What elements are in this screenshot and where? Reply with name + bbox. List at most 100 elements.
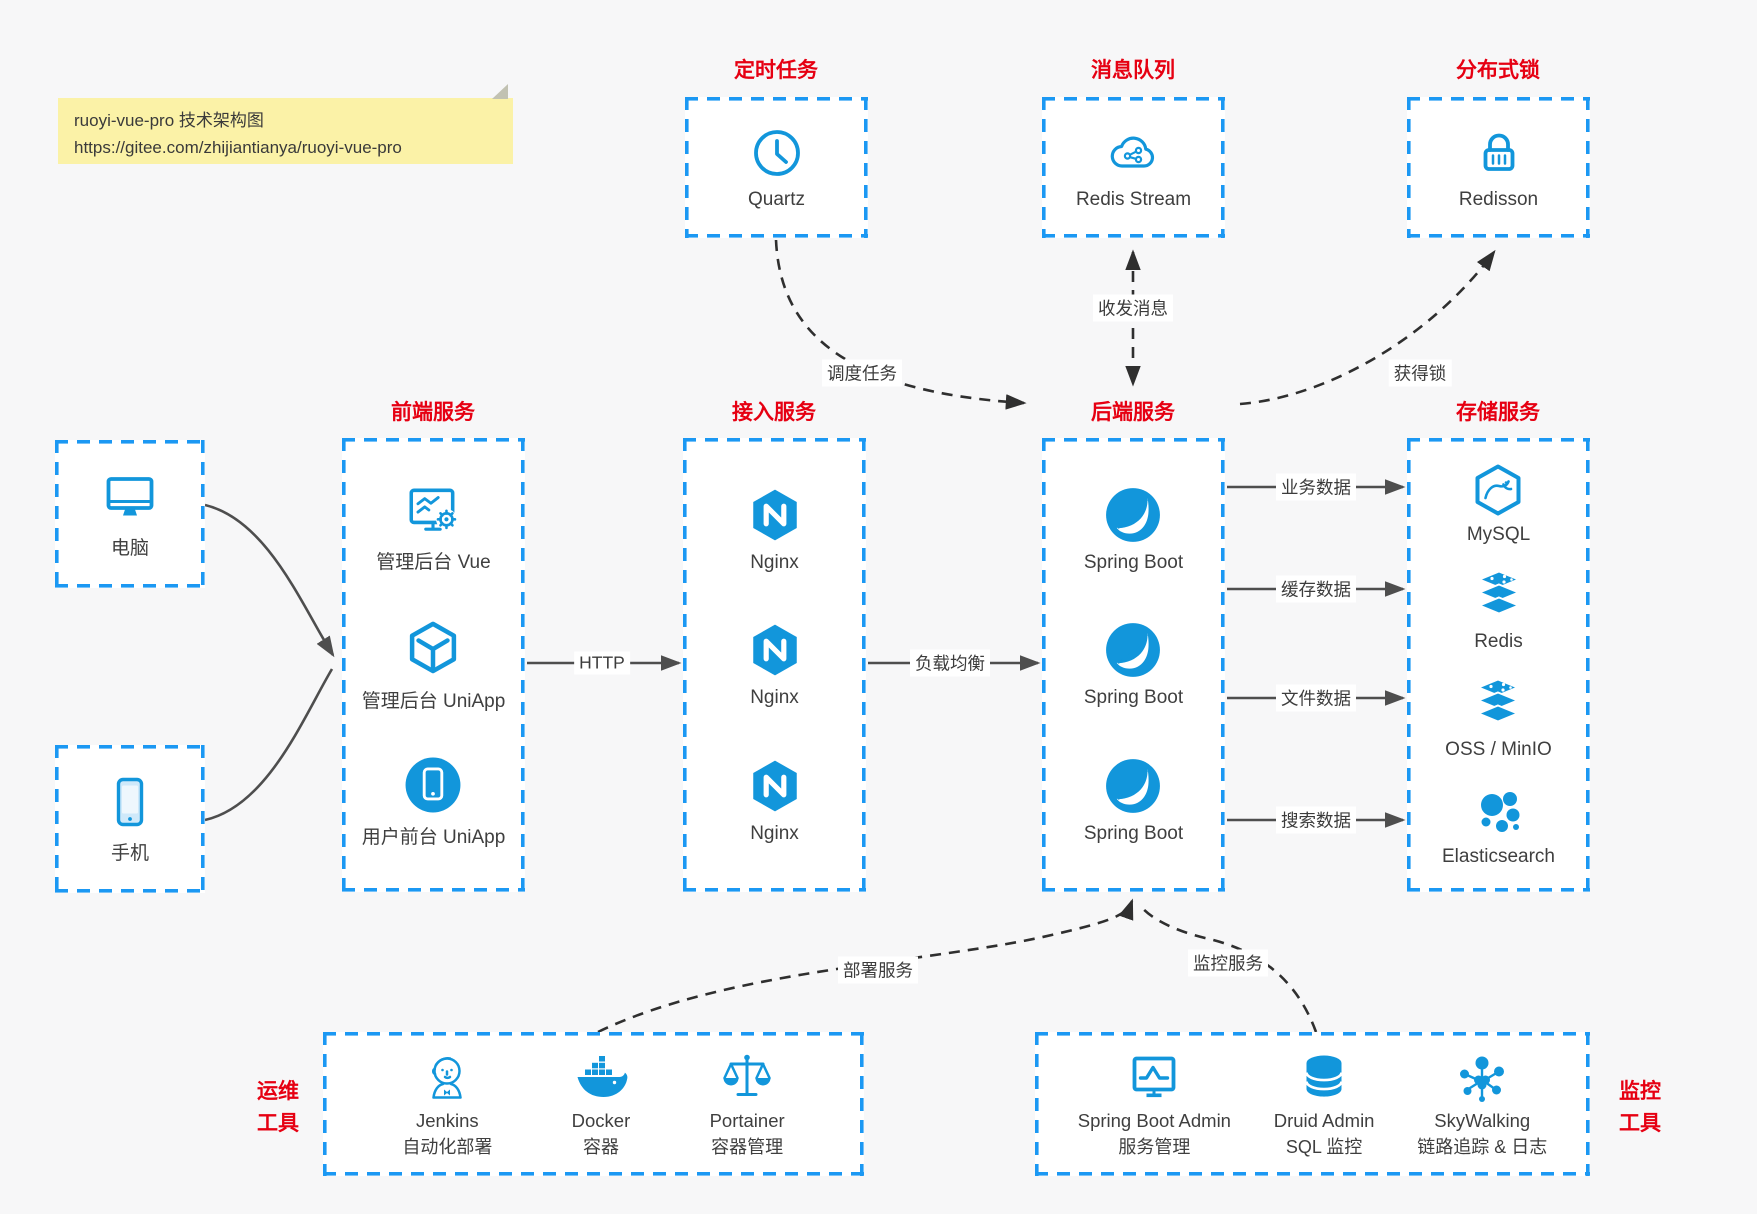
monitor-desc-sba: 服务管理 [1118, 1136, 1191, 1157]
monitor-item-sba: Spring Boot Admin 服务管理 [1078, 1050, 1231, 1159]
phone-circle-icon [406, 757, 461, 813]
mysql-icon [1475, 464, 1521, 516]
note-url: https://gitee.com/zhijiantianya/ruoyi-vu… [74, 138, 402, 158]
ops-item-portainer: Portainer 容器管理 [710, 1050, 785, 1159]
monitor-pulse-icon [1132, 1056, 1176, 1097]
monitor-gear-icon [409, 488, 458, 531]
frontend-label-user-uniapp: 用户前台 UniApp [361, 826, 506, 848]
title-message-queue: 消息队列 [1091, 59, 1175, 82]
title-ops-tools: 运维 工具 [257, 1080, 299, 1135]
pc-item: 电脑 [102, 469, 158, 560]
edge-label-schedule-task: 调度任务 [822, 359, 902, 387]
database-icon [1305, 1055, 1343, 1097]
storage-item-elasticsearch: Elasticsearch [1442, 784, 1555, 868]
ops-label-portainer: Portainer [709, 1109, 785, 1131]
gateway-item-nginx-3: Nginx [746, 757, 804, 845]
pc-box: 电脑 [55, 440, 205, 588]
elasticsearch-icon [1480, 792, 1519, 833]
nginx-icon [752, 760, 797, 811]
title-distributed-lock: 分布式锁 [1456, 59, 1540, 82]
nginx-icon [752, 624, 797, 676]
cube-icon [410, 621, 457, 673]
quartz-item: Quartz [748, 125, 805, 211]
pc-label: 电脑 [110, 537, 149, 559]
ops-item-jenkins: Jenkins 自动化部署 [402, 1050, 492, 1159]
edge-acquire-lock [1239, 249, 1496, 406]
title-scheduled-tasks: 定时任务 [734, 59, 818, 82]
redis-stack-icon [1476, 570, 1521, 615]
smartphone-icon [116, 777, 144, 826]
ops-tools-box: Jenkins 自动化部署 Docker 容器 [323, 1032, 864, 1176]
storage-label-oss-minio: OSS / MinIO [1445, 738, 1552, 760]
edge-label-send-receive-message: 收发消息 [1093, 294, 1173, 322]
oss-stack-icon [1476, 678, 1521, 723]
cloud-stream-icon [1111, 136, 1155, 168]
edge-label-http: HTTP [574, 651, 630, 675]
backend-item-spring-1: Spring Boot [1084, 486, 1183, 574]
storage-label-mysql: MySQL [1466, 523, 1531, 545]
edge-label-search-data: 搜索数据 [1276, 806, 1356, 834]
edge-label-acquire-lock: 获得锁 [1388, 359, 1452, 387]
ops-label-docker: Docker [571, 1109, 631, 1131]
gateway-label-nginx-3: Nginx [750, 822, 799, 844]
monitor-label-druid: Druid Admin [1273, 1109, 1375, 1131]
backend-label-spring-1: Spring Boot [1083, 551, 1184, 573]
nginx-icon [752, 489, 797, 540]
jenkins-icon [432, 1056, 463, 1099]
mobile-box: 手机 [55, 745, 205, 893]
edge-label-monitor-service: 监控服务 [1188, 949, 1268, 977]
edge-deploy-service [597, 898, 1134, 1034]
backend-label-spring-3: Spring Boot [1083, 822, 1184, 844]
quartz-box: Quartz [685, 97, 868, 238]
monitor-desc-skywalking: 链路追踪 & 日志 [1417, 1136, 1548, 1157]
backend-item-spring-2: Spring Boot [1084, 621, 1183, 709]
storage-label-redis: Redis [1474, 631, 1523, 653]
frontend-item-admin-vue: 管理后台 Vue [376, 481, 491, 574]
monitor-item-druid: Druid Admin SQL 监控 [1273, 1050, 1375, 1159]
spring-boot-icon [1106, 487, 1161, 542]
edge-label-cache-data: 缓存数据 [1276, 575, 1356, 603]
frontend-box: 管理后台 Vue 管理后台 UniApp 用户前台 UniApp [342, 438, 525, 892]
monitor-item-skywalking: SkyWalking 链路追踪 & 日志 [1417, 1050, 1547, 1159]
ops-desc-jenkins: 自动化部署 [402, 1136, 493, 1157]
clock-icon [753, 129, 800, 176]
redisson-label: Redisson [1458, 188, 1539, 210]
storage-box: MySQL Redis OSS / MinIO [1407, 438, 1590, 892]
storage-item-oss-minio: OSS / MinIO [1445, 677, 1552, 761]
quartz-label: Quartz [747, 188, 806, 210]
gateway-item-nginx-1: Nginx [746, 486, 804, 574]
edge-pc-to-frontend [204, 503, 335, 658]
ops-desc-portainer: 容器管理 [711, 1136, 784, 1157]
title-monitor-tools: 监控 工具 [1619, 1080, 1661, 1135]
backend-label-spring-2: Spring Boot [1083, 687, 1184, 708]
network-nodes-icon [1460, 1056, 1505, 1102]
storage-item-mysql: MySQL [1467, 462, 1530, 546]
edge-mobile-to-frontend [204, 668, 334, 822]
mobile-label: 手机 [110, 842, 149, 864]
gateway-label-nginx-1: Nginx [750, 551, 799, 573]
ops-desc-docker: 容器 [582, 1136, 619, 1157]
title-storage-services: 存储服务 [1456, 401, 1540, 424]
monitor-label-skywalking: SkyWalking [1434, 1109, 1531, 1131]
storage-label-elasticsearch: Elasticsearch [1442, 846, 1555, 868]
ops-item-docker: Docker 容器 [571, 1050, 631, 1159]
edge-label-load-balance: 负载均衡 [910, 649, 990, 677]
edge-label-file-data: 文件数据 [1276, 684, 1356, 712]
note-title: ruoyi-vue-pro 技术架构图 [74, 111, 264, 130]
monitor-desc-druid: SQL 监控 [1285, 1136, 1363, 1157]
gateway-box: Nginx Nginx Nginx [683, 438, 866, 892]
redis-stream-label: Redis Stream [1075, 188, 1192, 210]
ops-label-jenkins: Jenkins [415, 1109, 479, 1131]
docker-whale-icon [577, 1055, 628, 1097]
spring-boot-icon [1106, 623, 1161, 677]
monitor-label-sba: Spring Boot Admin [1077, 1109, 1231, 1131]
sticky-note: ruoyi-vue-pro 技术架构图 https://gitee.com/zh… [58, 84, 513, 164]
lock-icon [1483, 133, 1514, 171]
edge-label-deploy-service: 部署服务 [838, 956, 918, 984]
mobile-item: 手机 [102, 774, 158, 865]
scales-icon [723, 1054, 771, 1096]
redis-stream-item: Redis Stream [1076, 125, 1191, 211]
backend-box: Spring Boot Spring Boot Spring Boot [1042, 438, 1225, 892]
edge-label-business-data: 业务数据 [1276, 473, 1356, 501]
redisson-box: Redisson [1407, 97, 1590, 238]
